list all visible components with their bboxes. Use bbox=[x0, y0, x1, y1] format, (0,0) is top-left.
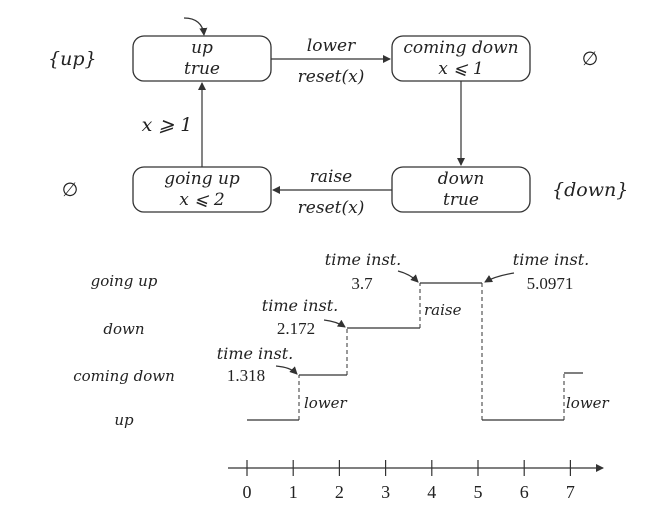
axis-tick-label: 2 bbox=[335, 482, 344, 502]
action-lower-2: lower bbox=[566, 394, 610, 412]
label-down: {down} bbox=[552, 179, 628, 201]
edge-raise-reset: reset(x) bbox=[298, 198, 365, 218]
annotation-pointer bbox=[323, 319, 346, 328]
annotation-pointer bbox=[275, 365, 298, 375]
axis-tick-label: 0 bbox=[243, 482, 252, 502]
label-coming-down: ∅ bbox=[582, 49, 599, 70]
state-going-up-invariant: x ⩽ 2 bbox=[179, 190, 224, 210]
annotation-value: 5.0971 bbox=[527, 274, 574, 293]
state-down: down true bbox=[391, 166, 531, 213]
row-label-coming-down: coming down bbox=[73, 367, 175, 385]
state-up: up true bbox=[132, 35, 272, 82]
label-going-up: ∅ bbox=[62, 180, 79, 201]
action-raise: raise bbox=[424, 301, 462, 319]
edge-lower-reset: reset(x) bbox=[298, 67, 365, 87]
annotation-pointer bbox=[484, 272, 515, 283]
row-label-up: up bbox=[114, 411, 134, 429]
annotation-3-7: time inst. 3.7 bbox=[325, 250, 419, 293]
axis-tick-label: 1 bbox=[289, 482, 298, 502]
label-up: {up} bbox=[48, 48, 97, 70]
state-down-invariant: true bbox=[443, 190, 479, 210]
axis-tick-label: 4 bbox=[427, 482, 436, 502]
state-going-up-name: going up bbox=[164, 169, 240, 189]
state-up-name: up bbox=[191, 38, 213, 58]
annotation-value: 3.7 bbox=[351, 274, 373, 293]
action-lower-1: lower bbox=[304, 394, 348, 412]
annotation-value: 1.318 bbox=[227, 366, 265, 385]
state-going-up: going up x ⩽ 2 bbox=[132, 166, 272, 213]
state-coming-down: coming down x ⩽ 1 bbox=[391, 35, 531, 82]
state-coming-down-invariant: x ⩽ 1 bbox=[438, 59, 483, 79]
timeline: going up down coming down up lower raise… bbox=[73, 250, 609, 502]
annotation-1-318: time inst. 1.318 bbox=[217, 344, 298, 385]
axis-tick-label: 6 bbox=[520, 482, 529, 502]
annotation-caption: time inst. bbox=[513, 250, 589, 269]
state-up-invariant: true bbox=[184, 59, 220, 79]
state-down-name: down bbox=[438, 169, 485, 189]
automaton: up true {up} coming down x ⩽ 1 ∅ going u… bbox=[48, 17, 628, 218]
annotation-caption: time inst. bbox=[262, 296, 338, 315]
edge-guard: x ⩾ 1 bbox=[142, 114, 193, 136]
annotation-2-172: time inst. 2.172 bbox=[262, 296, 346, 338]
annotation-pointer bbox=[397, 270, 419, 283]
row-label-going-up: going up bbox=[91, 272, 158, 290]
annotation-value: 2.172 bbox=[277, 319, 315, 338]
annotation-caption: time inst. bbox=[325, 250, 401, 269]
row-label-down: down bbox=[103, 320, 144, 338]
annotation-caption: time inst. bbox=[217, 344, 293, 363]
initial-arrow bbox=[183, 17, 208, 36]
state-coming-down-name: coming down bbox=[403, 38, 518, 58]
edge-raise-action: raise bbox=[310, 167, 352, 187]
annotation-5-0971: time inst. 5.0971 bbox=[484, 250, 589, 293]
axis-tick-label: 3 bbox=[381, 482, 390, 502]
time-axis-ticks: 0 1 2 3 4 5 6 7 bbox=[243, 460, 575, 502]
edge-lower-action: lower bbox=[307, 36, 356, 56]
axis-tick-label: 5 bbox=[474, 482, 483, 502]
axis-tick-label: 7 bbox=[566, 482, 575, 502]
